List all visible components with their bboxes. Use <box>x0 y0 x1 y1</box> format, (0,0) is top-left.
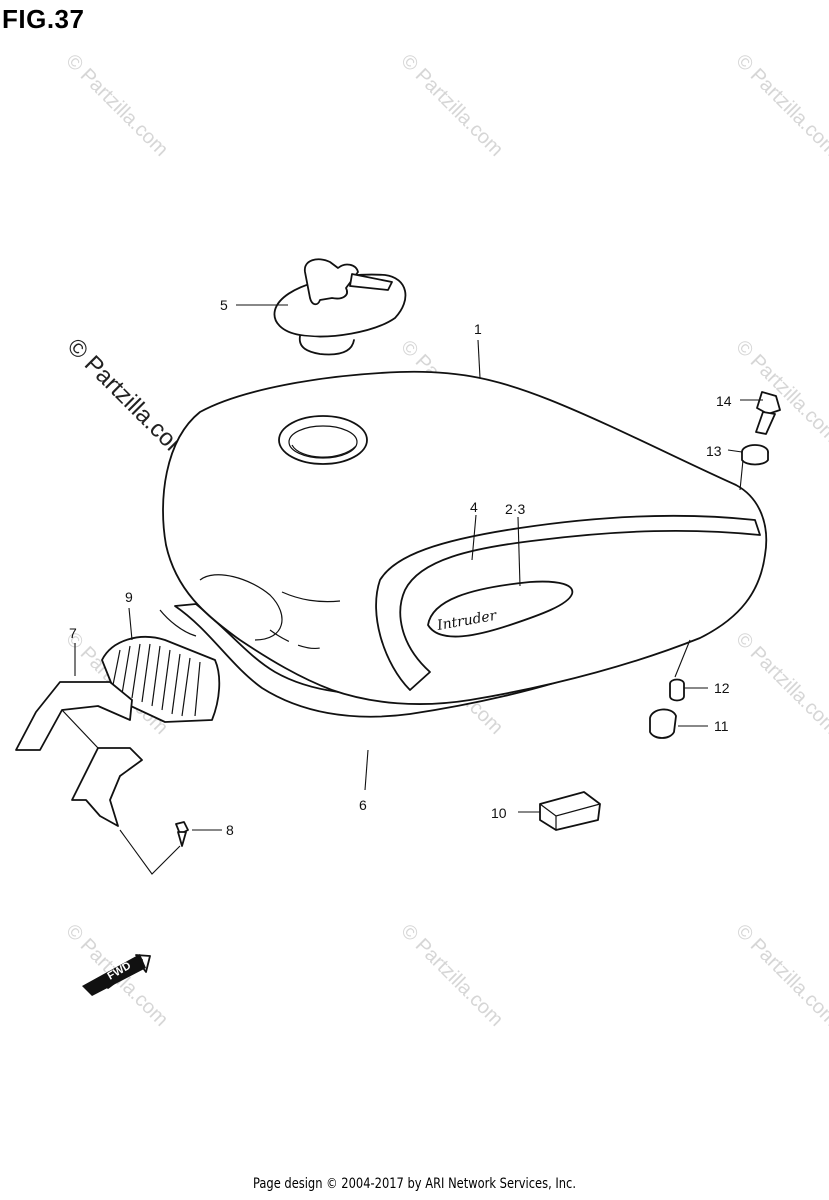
part-11-cushion <box>649 708 677 739</box>
watermark: © Partzilla.com <box>731 336 829 447</box>
leader-lines <box>74 304 763 831</box>
part-13-cushion <box>741 444 769 466</box>
part-5-fuel-cap <box>273 258 407 356</box>
callout-7: 7 <box>69 625 77 641</box>
callout-4: 4 <box>470 499 478 515</box>
callout-11: 11 <box>714 718 729 734</box>
watermark: © Partzilla.com <box>61 50 172 161</box>
callout-10: 10 <box>491 805 507 821</box>
watermark: © Partzilla.com <box>731 628 829 739</box>
part-8-screw <box>119 821 189 875</box>
fwd-arrow: FWD <box>82 954 151 996</box>
callout-14: 14 <box>716 393 732 409</box>
callout-9: 9 <box>125 589 133 605</box>
figure-title: FIG.37 <box>2 4 85 34</box>
watermark: © Partzilla.com <box>731 920 829 1031</box>
part-10-pad <box>539 791 601 831</box>
callout-6: 6 <box>359 797 367 813</box>
callout-5: 5 <box>220 297 228 313</box>
part-12-collar <box>669 678 685 702</box>
watermark: © Partzilla.com <box>396 920 507 1031</box>
callout-13: 13 <box>706 443 722 459</box>
part-2-3-emblem: Intruder <box>427 580 574 638</box>
part-1-fuel-tank <box>162 370 768 705</box>
watermark: © Partzilla.com <box>731 50 829 161</box>
callout-2-3: 2·3 <box>505 501 525 517</box>
part-7-bracket <box>15 681 143 827</box>
callouts: 1 4 2·3 5 14 13 12 11 10 9 7 6 8 <box>69 297 732 838</box>
page-footer: Page design © 2004-2017 by ARI Network S… <box>252 1176 577 1192</box>
watermark: © Partzilla.com <box>396 50 507 161</box>
callout-1: 1 <box>474 321 482 337</box>
callout-12: 12 <box>714 680 730 696</box>
part-14-bolt <box>755 391 781 435</box>
callout-8: 8 <box>226 822 234 838</box>
